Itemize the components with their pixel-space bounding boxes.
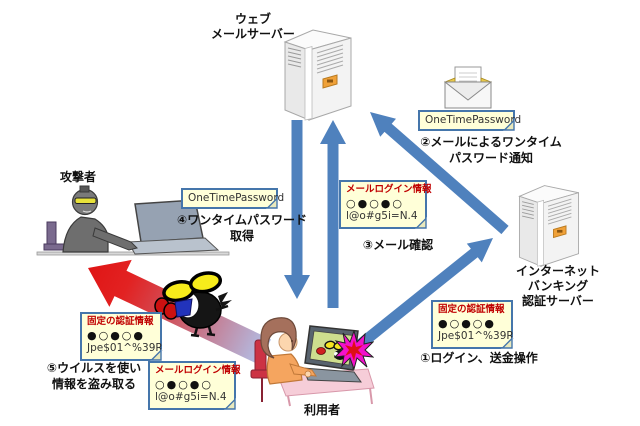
note-value: l@o#g5i=N.4 [346,210,418,222]
note-fold-icon [150,348,162,361]
attacker-desk [36,251,230,256]
user-label: 利用者 [303,403,340,417]
attacker-laptop [127,199,220,255]
step-3-label: ③メール確認 [362,238,434,252]
arrow-user-to-bank [353,238,493,352]
note-fold-icon [501,336,513,349]
banking-server-icon [518,185,580,267]
starburst-icon [334,330,374,370]
banking-server-label: インターネット バンキング 認証サーバー [515,264,600,308]
note-title: メールログイン情報 [346,184,432,195]
step-4-label: ④ワンタイムパスワード 取得 [177,213,307,243]
bird-binoculars-icon [154,297,193,320]
user-body [260,317,317,385]
attacker-figure [36,185,230,256]
password-dots: ●○●○● [438,316,496,330]
note-otp-attacker: OneTimePassword [181,188,285,209]
attacker-chair [43,221,67,251]
bird-sunglasses-icon [162,271,223,303]
step-1-label: ①ログイン、送金操作 [420,351,538,365]
note-mail-login-check: メールログイン情報 ○●○●○ l@o#g5i=N.4 [339,180,432,229]
arrow-mailserver-to-user [284,120,310,299]
step-2-label: ②メールによるワンタイム パスワード通知 [420,135,562,165]
note-fixed-auth-stolen: 固定の認証情報 ●○●○● Jpe$01^%39R [80,312,163,361]
attacker-body [62,185,138,253]
attacker-glasses-icon [74,197,97,204]
attacker-label: 攻撃者 [59,170,96,184]
note-value: Jpe$01^%39R [87,342,163,354]
password-dots: ○●○●○ [155,377,213,391]
password-dots: ●○●○● [87,328,145,342]
note-fixed-auth-login: 固定の認証情報 ●○●○● Jpe$01^%39R [431,300,514,349]
virus-bird-icon [154,271,232,338]
note-fold-icon [266,197,278,209]
note-fold-icon [503,119,515,131]
note-otp-mail: OneTimePassword [418,110,522,131]
note-title: 固定の認証情報 [87,316,154,327]
step-5-label: ⑤ウイルスを使い 情報を盗み取る [46,361,142,391]
note-otp-attacker-text: OneTimePassword [188,192,285,204]
note-mail-login-stolen: メールログイン情報 ○●○●○ l@o#g5i=N.4 [148,361,241,410]
note-fold-icon [415,216,427,229]
note-fold-icon [224,397,236,410]
note-value: l@o#g5i=N.4 [155,391,227,403]
arrow-bank-to-mailserver [370,112,509,235]
password-dots: ○●○●○ [346,196,404,210]
note-value: Jpe$01^%39R [438,330,514,342]
note-otp-mail-text: OneTimePassword [425,114,522,126]
web-mail-server-label: ウェブ メールサーバー [211,12,295,41]
arrow-user-to-mailserver [320,120,346,308]
envelope-icon [443,66,493,109]
note-title: メールログイン情報 [155,365,241,376]
note-title: 固定の認証情報 [438,304,505,315]
